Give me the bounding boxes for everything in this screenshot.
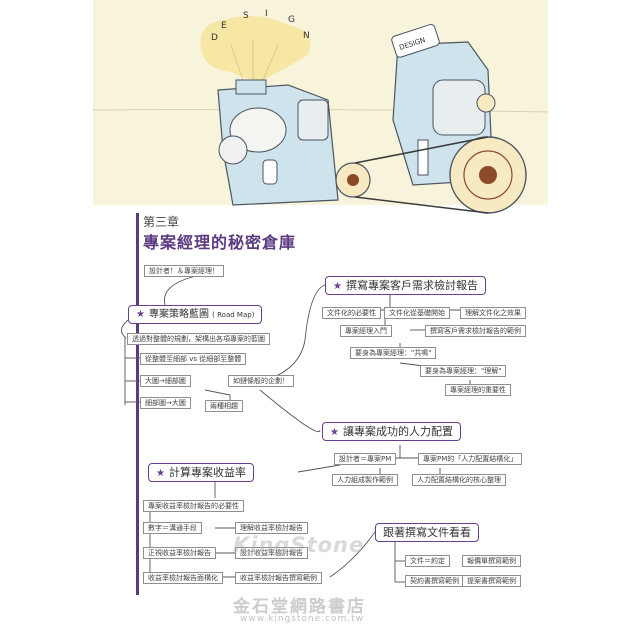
star-icon: ★ <box>136 309 145 320</box>
two-approaches-box: 兩種相趨 <box>205 400 243 412</box>
report-item: 撰寫客戶需求檢討報告的範例 <box>425 325 526 337</box>
chapter-title: 專案經理的秘密倉庫 <box>143 233 297 252</box>
profit-item: 專案收益率檢討報告的必要性 <box>143 500 244 512</box>
star-icon: ★ <box>156 468 165 479</box>
roadmap-subtitle: ( Road Map) <box>212 311 255 319</box>
profit-item: 收益率檢討報告撰寫範例 <box>235 572 322 584</box>
profit-title: 計算專案收益率 <box>168 466 246 479</box>
report-item: 要身為專案經理："理解" <box>420 365 507 377</box>
purple-margin-line <box>136 213 139 595</box>
watermark-brand: KingStone <box>233 533 365 557</box>
watermark-url: www.kingstone.com.tw <box>240 614 365 624</box>
hr-item: 設計者＝專案PM <box>334 453 397 465</box>
report-item: 理解文件化之效果 <box>460 307 526 319</box>
profit-item: 收益率檢討報告面構化 <box>143 572 223 584</box>
report-item: 要身為專案經理："共鳴" <box>350 347 437 359</box>
docs-item: 文件＝約定 <box>405 555 450 567</box>
hr-item: 人力組成製作範例 <box>332 474 398 486</box>
watermark-cn: 金石堂網路書店 <box>233 597 366 617</box>
roadmap-item: 大圖→細部圖 <box>140 375 191 387</box>
profit-heading: ★計算專案收益率 <box>148 463 254 482</box>
profit-item: 理解收益率檢討報告 <box>235 522 308 534</box>
steam-letter: N <box>303 31 310 41</box>
report-heading: ★撰寫專案客戶需求檢討報告 <box>325 276 486 295</box>
profit-item: 正視收益率檢討報告 <box>143 547 216 559</box>
steam-letter: D <box>211 33 218 43</box>
docs-heading: 跟著撰寫文件看看 <box>375 523 479 542</box>
steam-letter: I <box>265 9 268 19</box>
star-icon: ★ <box>333 281 342 292</box>
hr-title: 讓專案成功的人力配置 <box>342 425 453 438</box>
report-item: 文件化從基礎開始 <box>384 307 450 319</box>
machine-illustration: D E S I G N DESIGN <box>93 9 548 214</box>
designer-pm-box: 設計者！＆專案經理！ <box>144 265 224 277</box>
roadmap-item: 細部圖→大圖 <box>140 397 191 409</box>
docs-item: 報價單撰寫範例 <box>462 555 521 567</box>
roadmap-item: 透過對整體的規劃，架構出各項專案的藍圖 <box>127 333 270 345</box>
hr-heading: ★讓專案成功的人力配置 <box>322 422 461 441</box>
chapter-label: 第三章 <box>143 215 180 229</box>
hr-item: 專案PM的「人力配置結構化」 <box>418 453 523 465</box>
docs-item: 提案書撰寫範例 <box>462 575 521 587</box>
roadmap-heading: ★專案策略藍圖 ( Road Map) <box>128 305 263 324</box>
chain-plan-box: 如鏈條般的企劃！ <box>228 375 294 387</box>
docs-title: 跟著撰寫文件看看 <box>383 526 471 539</box>
profit-item: 數字＝溝通手段 <box>143 522 202 534</box>
hr-item: 人力配置結構化的核心整理 <box>412 474 506 486</box>
roadmap-item: 從整體至細部 vs 從細部至整體 <box>140 353 247 365</box>
report-item: 專案經理入門 <box>340 325 392 337</box>
roadmap-title: 專案策略藍圖 <box>148 309 209 320</box>
steam-letter: E <box>221 21 227 31</box>
report-item: 專案經理的重要性 <box>445 384 511 396</box>
profit-item: 設計收益率檢討報告 <box>235 547 308 559</box>
docs-item: 契約書撰寫範例 <box>405 575 464 587</box>
steam-letter: S <box>243 11 249 21</box>
steam-letter: G <box>288 15 295 25</box>
star-icon: ★ <box>330 427 339 438</box>
report-title: 撰寫專案客戶需求檢討報告 <box>345 279 478 292</box>
report-item: 文件化的必要性 <box>322 307 381 319</box>
